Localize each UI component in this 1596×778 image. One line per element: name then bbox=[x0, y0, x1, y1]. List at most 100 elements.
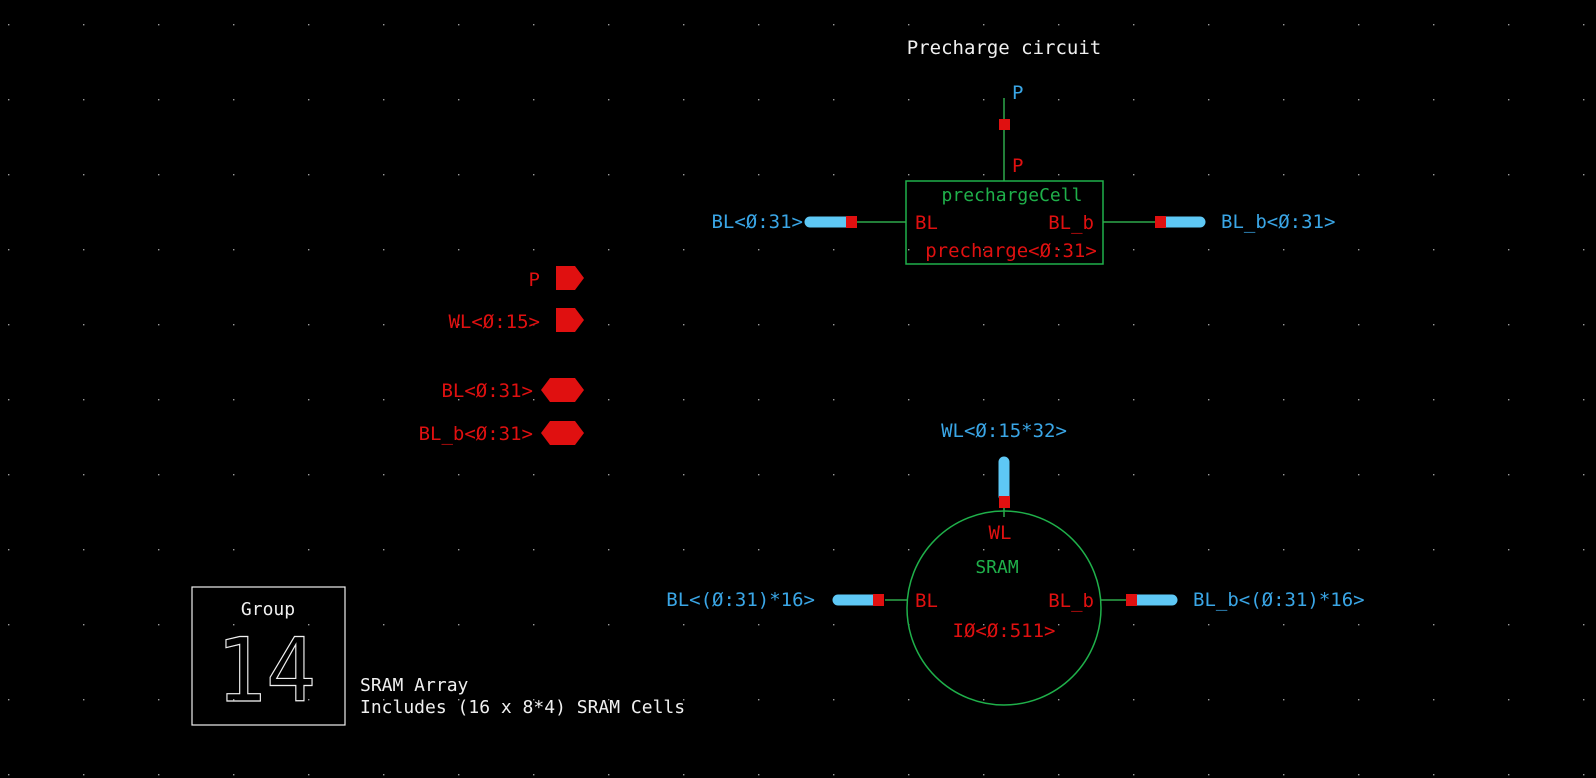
grid-dot bbox=[983, 249, 985, 251]
input-pin-icon[interactable] bbox=[556, 308, 584, 332]
grid-dot bbox=[983, 624, 985, 626]
grid-dot bbox=[833, 399, 835, 401]
pin-bl-b[interactable]: BL_b<Ø:31> bbox=[419, 421, 584, 445]
grid-dot bbox=[458, 324, 460, 326]
sram-cell-instance[interactable]: WL<Ø:15*32> WL SRAM BL BL_b IØ<Ø:511> BL… bbox=[666, 420, 1365, 706]
grid-dot bbox=[533, 174, 535, 176]
grid-dot bbox=[683, 99, 685, 101]
grid-dot bbox=[8, 549, 10, 551]
grid-dot bbox=[608, 624, 610, 626]
grid-dot bbox=[458, 249, 460, 251]
grid-dot bbox=[758, 399, 760, 401]
precharge-right-connector[interactable] bbox=[1155, 216, 1166, 228]
inout-pin-icon[interactable] bbox=[541, 378, 584, 402]
grid-dot bbox=[908, 174, 910, 176]
grid-dot bbox=[383, 624, 385, 626]
grid-dot bbox=[8, 249, 10, 251]
grid-dot bbox=[383, 174, 385, 176]
grid-dot bbox=[1058, 249, 1060, 251]
input-pin-icon[interactable] bbox=[556, 266, 584, 290]
grid-dot bbox=[1508, 624, 1510, 626]
grid-dot bbox=[383, 24, 385, 26]
precharge-top-net-pin[interactable] bbox=[999, 119, 1010, 130]
grid-dot bbox=[458, 549, 460, 551]
grid-dot bbox=[1208, 474, 1210, 476]
inout-pin-icon[interactable] bbox=[541, 421, 584, 445]
grid-dot bbox=[758, 249, 760, 251]
grid-dot bbox=[608, 99, 610, 101]
grid-dot bbox=[158, 474, 160, 476]
precharge-left-connector[interactable] bbox=[846, 216, 857, 228]
grid-dot bbox=[83, 24, 85, 26]
pin-bl-label: BL<Ø:31> bbox=[441, 380, 533, 402]
grid-dot bbox=[158, 549, 160, 551]
grid-dot bbox=[308, 249, 310, 251]
grid-dot bbox=[383, 774, 385, 776]
sram-cell-circle[interactable] bbox=[906, 510, 1102, 706]
grid-dot bbox=[158, 24, 160, 26]
grid-dot bbox=[1058, 699, 1060, 701]
grid-dot bbox=[683, 24, 685, 26]
grid-dot bbox=[1283, 399, 1285, 401]
grid-dot bbox=[1358, 699, 1360, 701]
grid-dot bbox=[308, 99, 310, 101]
grid-dot bbox=[1133, 249, 1135, 251]
grid-dot bbox=[833, 699, 835, 701]
grid-dot bbox=[833, 474, 835, 476]
grid-dot bbox=[1358, 249, 1360, 251]
group-box bbox=[191, 586, 346, 726]
grid-dot bbox=[533, 774, 535, 776]
grid-dot bbox=[683, 174, 685, 176]
sram-right-connector[interactable] bbox=[1126, 594, 1137, 606]
grid-dot bbox=[1283, 324, 1285, 326]
grid-dot bbox=[1283, 174, 1285, 176]
grid-dot bbox=[1508, 399, 1510, 401]
pin-bl[interactable]: BL<Ø:31> bbox=[441, 378, 584, 402]
grid-dot bbox=[1358, 174, 1360, 176]
sram-left-net-label: BL<(Ø:31)*16> bbox=[666, 589, 815, 611]
grid-dot bbox=[1283, 24, 1285, 26]
grid-dot bbox=[1208, 399, 1210, 401]
grid-dot bbox=[1283, 774, 1285, 776]
sram-top-pin-label: WL bbox=[989, 522, 1012, 544]
grid-dot bbox=[83, 624, 85, 626]
grid-dot bbox=[1508, 99, 1510, 101]
sram-top-connector[interactable] bbox=[999, 496, 1010, 508]
grid-dot bbox=[608, 324, 610, 326]
grid-dot bbox=[533, 549, 535, 551]
grid-dot bbox=[1058, 399, 1060, 401]
grid-dot bbox=[233, 624, 235, 626]
grid-dot bbox=[833, 324, 835, 326]
grid-dot bbox=[1133, 324, 1135, 326]
grid-dot bbox=[1133, 24, 1135, 26]
grid-dot bbox=[458, 774, 460, 776]
precharge-cell-instance[interactable]: P P prechargeCell BL BL_b precharge<Ø:31… bbox=[711, 82, 1335, 265]
precharge-right-pin-label: BL_b bbox=[1048, 212, 1094, 234]
grid-dot bbox=[683, 624, 685, 626]
grid-dot bbox=[533, 324, 535, 326]
grid-dot bbox=[1208, 174, 1210, 176]
grid-dot bbox=[1583, 174, 1585, 176]
grid-dot bbox=[233, 249, 235, 251]
grid-dot bbox=[1433, 24, 1435, 26]
pin-p[interactable]: P bbox=[529, 266, 584, 291]
grid-dot bbox=[983, 549, 985, 551]
grid-dot bbox=[683, 474, 685, 476]
grid-dot bbox=[908, 549, 910, 551]
pin-wl[interactable]: WL<Ø:15> bbox=[448, 308, 584, 333]
grid-dot bbox=[1208, 249, 1210, 251]
grid-dot bbox=[383, 99, 385, 101]
grid-dot bbox=[1358, 24, 1360, 26]
grid-dot bbox=[1508, 774, 1510, 776]
grid-dot bbox=[758, 699, 760, 701]
grid-dot bbox=[233, 549, 235, 551]
grid-dot bbox=[983, 174, 985, 176]
grid-dot bbox=[458, 624, 460, 626]
precharge-cell-name: prechargeCell bbox=[942, 185, 1083, 206]
grid-dot bbox=[1058, 774, 1060, 776]
grid-dot bbox=[1433, 624, 1435, 626]
sram-left-connector[interactable] bbox=[873, 594, 884, 606]
grid-dot bbox=[458, 174, 460, 176]
grid-dot bbox=[308, 624, 310, 626]
